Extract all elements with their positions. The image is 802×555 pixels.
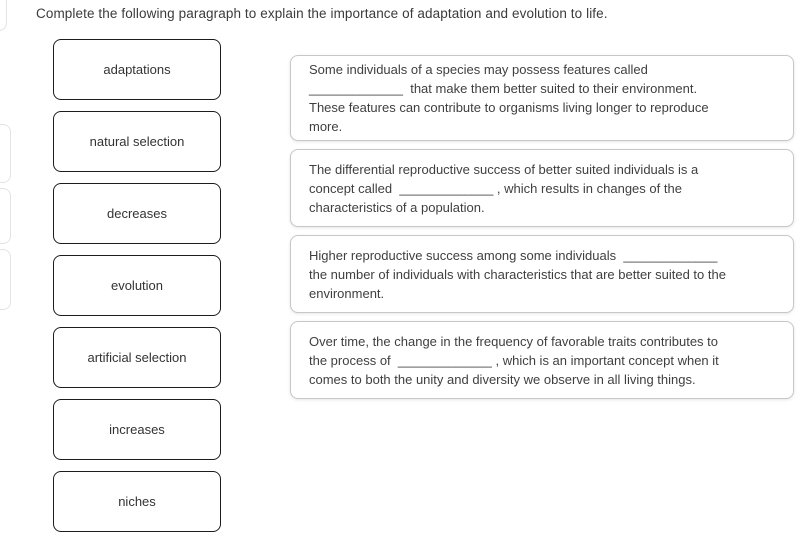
word-chip-label: artificial selection xyxy=(87,350,187,365)
clipped-word-chip-fragment[interactable] xyxy=(0,249,11,310)
question-prompt: Complete the following paragraph to expl… xyxy=(36,6,608,21)
word-chip-niches[interactable]: niches xyxy=(53,471,221,532)
word-chip-label: increases xyxy=(109,422,165,437)
paragraph-dropzone-2[interactable]: The differential reproductive success of… xyxy=(290,149,794,227)
paragraph-dropzone-1[interactable]: Some individuals of a species may posses… xyxy=(290,55,794,141)
word-chip-decreases[interactable]: decreases xyxy=(53,183,221,244)
paragraph-list: Some individuals of a species may posses… xyxy=(290,55,794,407)
word-chip-label: decreases xyxy=(107,206,167,221)
clipped-panel-fragment[interactable] xyxy=(0,0,7,31)
clipped-word-chip-fragment[interactable] xyxy=(0,188,11,244)
word-chip-artificial-selection[interactable]: artificial selection xyxy=(53,327,221,388)
paragraph-text: The differential reproductive success of… xyxy=(309,161,699,215)
word-chip-adaptations[interactable]: adaptations xyxy=(53,39,221,100)
word-chip-label: evolution xyxy=(110,278,164,293)
word-chip-label: adaptations xyxy=(103,62,171,77)
word-bank: adaptations natural selection decreases … xyxy=(53,39,221,543)
paragraph-dropzone-4[interactable]: Over time, the change in the frequency o… xyxy=(290,321,794,399)
word-chip-label: natural selection xyxy=(89,134,185,149)
paragraph-text: Over time, the change in the frequency o… xyxy=(309,333,719,387)
word-chip-evolution[interactable]: evolution xyxy=(53,255,221,316)
word-chip-increases[interactable]: increases xyxy=(53,399,221,460)
word-chip-label: niches xyxy=(118,494,156,509)
paragraph-text: Higher reproductive success among some i… xyxy=(309,247,726,301)
clipped-word-chip-fragment[interactable] xyxy=(0,124,11,183)
paragraph-dropzone-3[interactable]: Higher reproductive success among some i… xyxy=(290,235,794,313)
paragraph-text: Some individuals of a species may posses… xyxy=(309,62,709,134)
word-chip-natural-selection[interactable]: natural selection xyxy=(53,111,221,172)
